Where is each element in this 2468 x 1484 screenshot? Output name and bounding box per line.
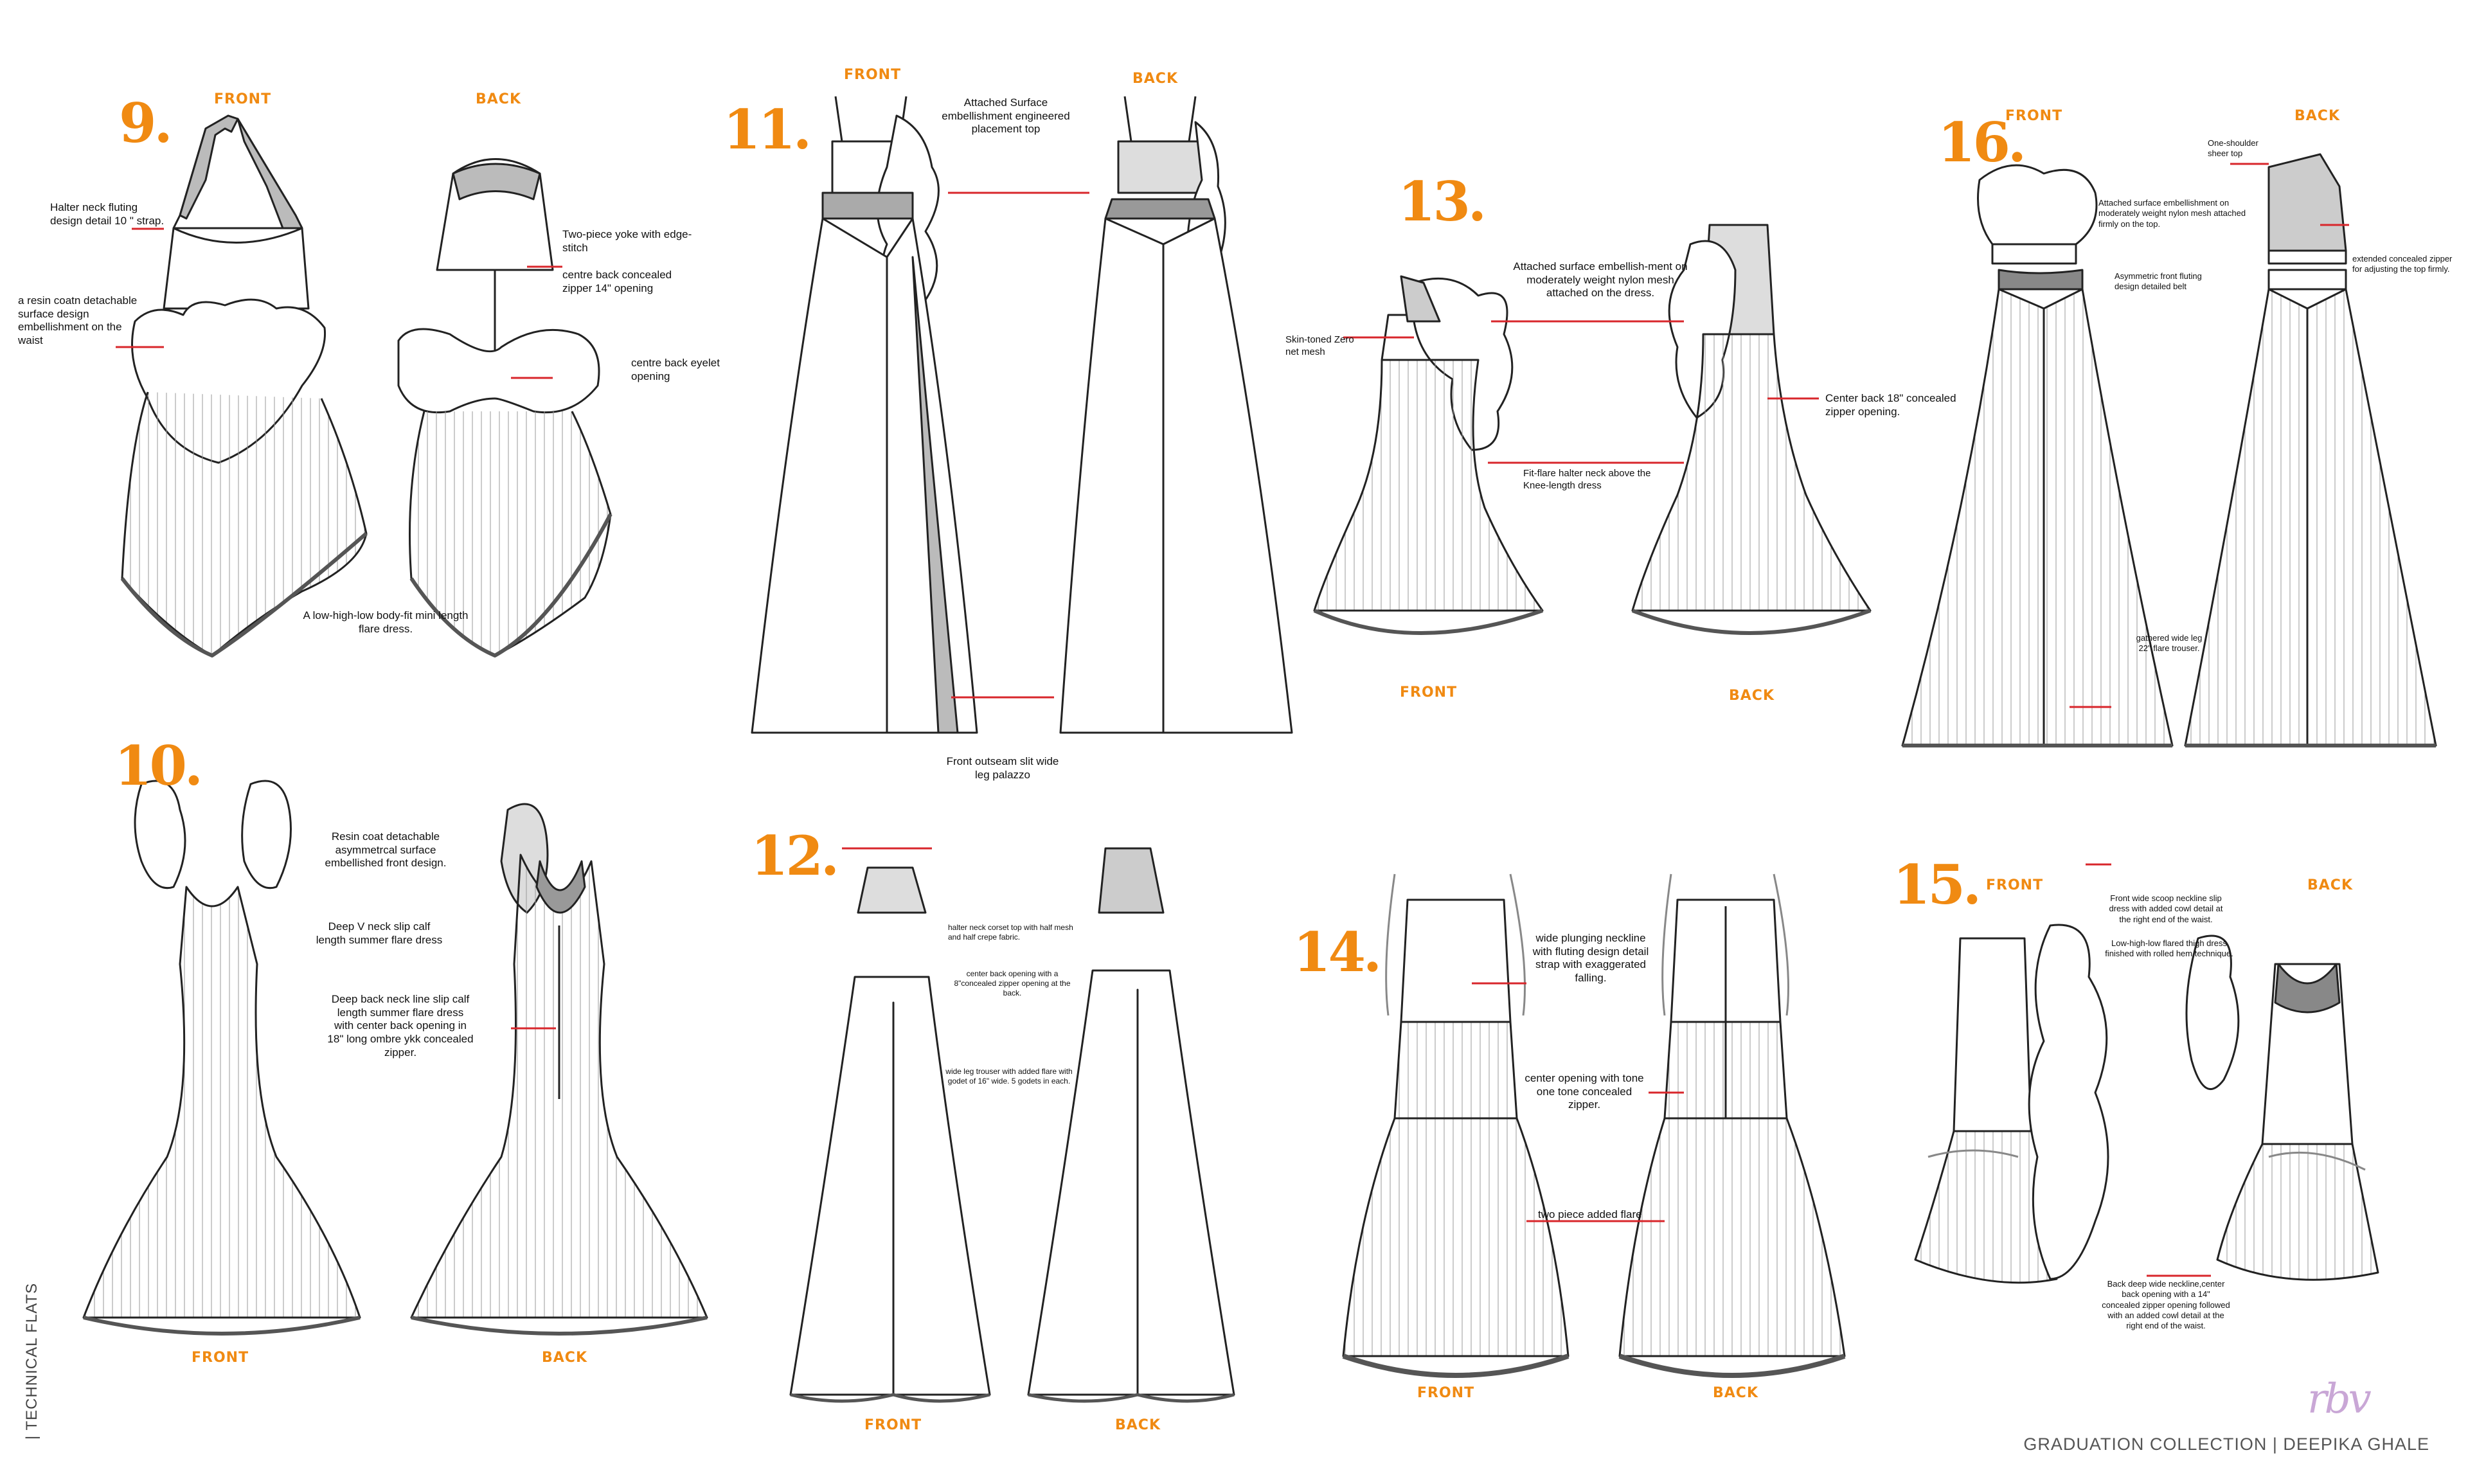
look-13-note-net: Skin-toned Zero net mesh bbox=[1285, 334, 1354, 357]
look-13-back-sketch bbox=[1631, 224, 1872, 635]
look-12-front-label: FRONT bbox=[864, 1417, 922, 1433]
look-12-front-sketch bbox=[789, 866, 991, 1403]
look-12-note-corset: halter neck corset top with half mesh an… bbox=[948, 923, 1073, 942]
look-14-note-flare: two piece added flare bbox=[1538, 1208, 1642, 1220]
look-13-front-sketch bbox=[1313, 275, 1544, 635]
look-9-note-resin: a resin coatn detachable surface design … bbox=[18, 294, 138, 347]
footer-caption: GRADUATION COLLECTION | DEEPIKA GHALE bbox=[2023, 1435, 2429, 1454]
look-11-back-sketch bbox=[1059, 96, 1293, 734]
look-10-back-sketch bbox=[410, 803, 708, 1336]
look-9-note-halter: Halter neck fluting design detail 10 " s… bbox=[50, 201, 165, 227]
look-10-number: 10. bbox=[114, 734, 203, 798]
look-10-back-label: BACK bbox=[542, 1350, 587, 1366]
look-16-note-sheer: One-shoulder sheer top bbox=[2208, 138, 2258, 159]
look-16-note-embellish: Attached surface embellishment on modera… bbox=[2098, 198, 2246, 229]
leader-lines bbox=[116, 163, 2349, 1277]
look-15-front-label: FRONT bbox=[1986, 877, 2044, 893]
look-16-note-trouser: gathered wide leg 22" flare trouser. bbox=[2136, 633, 2203, 654]
look-13-number: 13. bbox=[1398, 170, 1487, 233]
look-10-note-resin: Resin coat detachable asymmetrcal surfac… bbox=[325, 830, 447, 870]
look-12-note-godet: wide leg trouser with added flare with g… bbox=[945, 1067, 1073, 1086]
look-15-number: 15. bbox=[1893, 853, 1981, 916]
look-9-back-label: BACK bbox=[476, 91, 521, 107]
look-11-front-label: FRONT bbox=[844, 67, 902, 83]
look-9-note-zipper: centre back concealed zipper 14" opening bbox=[562, 269, 672, 294]
look-16-number: 16. bbox=[1938, 111, 2026, 174]
look-9-note-eyelet: centre back eyelet opening bbox=[631, 357, 720, 382]
look-14-front-sketch bbox=[1342, 873, 1569, 1378]
look-16-back-label: BACK bbox=[2294, 108, 2340, 124]
look-11-front-sketch bbox=[751, 96, 978, 734]
look-10-note-vneck: Deep V neck slip calf length summer flar… bbox=[316, 920, 443, 946]
look-13-front-label: FRONT bbox=[1400, 684, 1458, 701]
look-16-back-sketch bbox=[2184, 153, 2437, 747]
look-16-front-sketch bbox=[1901, 164, 2174, 747]
look-10-front-sketch bbox=[82, 780, 361, 1336]
look-15-note-hem: Low-high-low flared thigh dress finished… bbox=[2105, 938, 2233, 959]
look-14-back-sketch bbox=[1618, 873, 1846, 1378]
look-15-front-sketch bbox=[1914, 924, 2109, 1284]
look-13-back-label: BACK bbox=[1729, 688, 1775, 704]
look-12-note-zipper: center back opening with a 8"concealed z… bbox=[954, 969, 1071, 997]
sidebar-label: | TECHNICAL FLATS bbox=[23, 1282, 40, 1440]
look-11-note-palazzo: Front outseam slit wide leg palazzo bbox=[946, 755, 1059, 781]
look-15-back-label: BACK bbox=[2307, 877, 2353, 893]
look-14-note-neckline: wide plunging neckline with fluting desi… bbox=[1532, 932, 1649, 985]
look-10-note-deepback: Deep back neck line slip calf length sum… bbox=[327, 993, 474, 1059]
look-9-back-sketch bbox=[397, 158, 613, 657]
look-13-note-mesh: Attached surface embellish-ment on moder… bbox=[1513, 260, 1688, 299]
look-15-note-front: Front wide scoop neckline slip dress wit… bbox=[2109, 893, 2223, 924]
look-15-back-sketch bbox=[2185, 934, 2379, 1281]
look-14-number: 14. bbox=[1293, 920, 1382, 984]
look-16-note-belt: Asymmetric front fluting design detailed… bbox=[2115, 271, 2202, 292]
look-12-number: 12. bbox=[751, 824, 839, 888]
look-10-front-label: FRONT bbox=[192, 1350, 249, 1366]
look-9-note-yoke: Two-piece yoke with edge-stitch bbox=[562, 228, 692, 254]
look-14-front-label: FRONT bbox=[1417, 1385, 1475, 1401]
look-9-number: 9. bbox=[119, 91, 173, 155]
look-12-back-sketch bbox=[1027, 847, 1235, 1403]
look-9-front-label: FRONT bbox=[214, 91, 272, 107]
look-16-front-label: FRONT bbox=[2005, 108, 2063, 124]
look-12-back-label: BACK bbox=[1115, 1417, 1161, 1433]
brand-monogram: rbv bbox=[2307, 1375, 2372, 1423]
look-11-back-label: BACK bbox=[1132, 71, 1178, 87]
look-11-note-top: Attached Surface embellishment engineere… bbox=[942, 96, 1070, 136]
look-9-note-hem: A low-high-low body-fit mini length flar… bbox=[303, 609, 469, 635]
look-13-note-zipper: Center back 18" concealed zipper opening… bbox=[1825, 392, 1956, 418]
look-14-note-zipper: center opening with tone one tone concea… bbox=[1525, 1072, 1644, 1111]
look-14-back-label: BACK bbox=[1713, 1385, 1758, 1401]
look-15-note-back: Back deep wide neckline,center back open… bbox=[2102, 1279, 2230, 1330]
look-11-number: 11. bbox=[723, 98, 812, 161]
look-13-note-silhouette: Fit-flare halter neck above the Knee-len… bbox=[1523, 468, 1651, 491]
look-9-front-sketch bbox=[120, 114, 368, 657]
look-16-note-zipper: extended concealed zipper for adjusting … bbox=[2352, 254, 2453, 274]
